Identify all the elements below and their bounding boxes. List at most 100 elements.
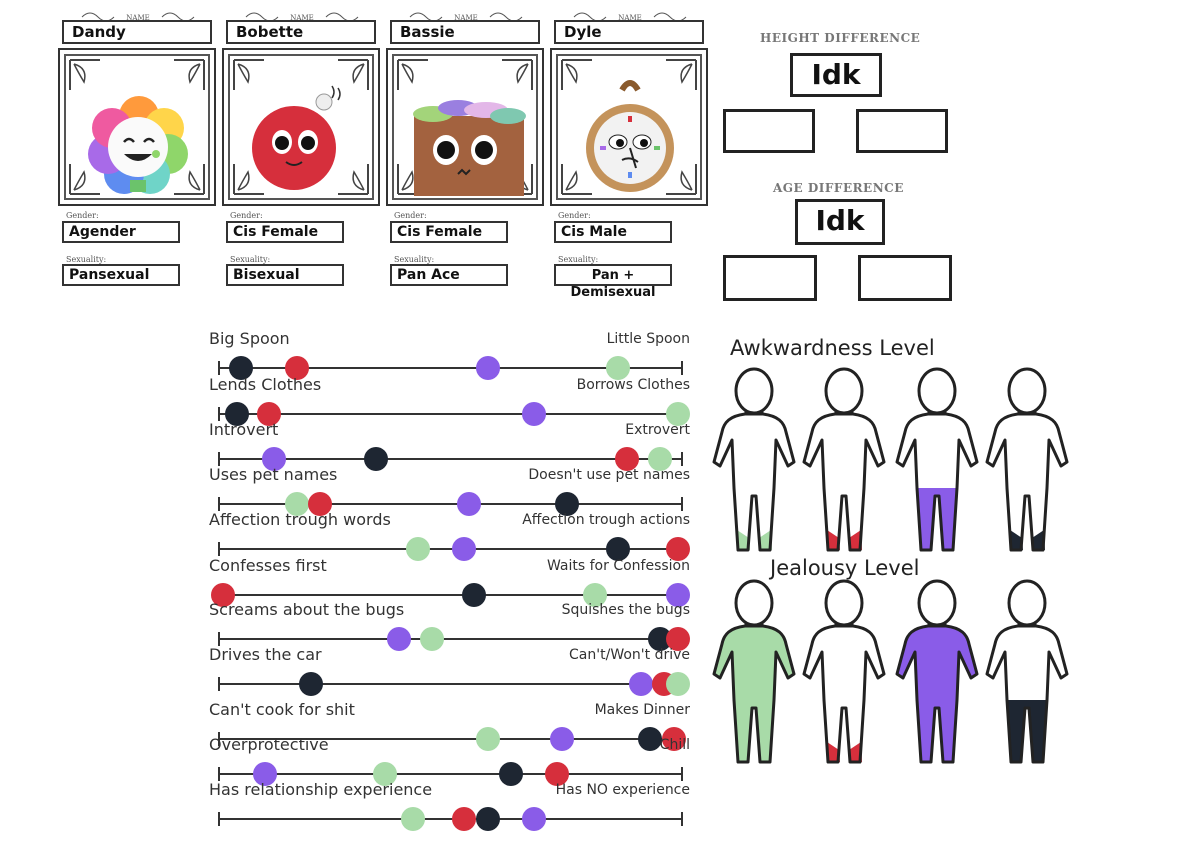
scale-dot-dandy [405, 537, 430, 561]
scale-dot-dandy [605, 356, 630, 380]
portrait-frame [222, 48, 380, 206]
gender-box: Cis Female [390, 221, 508, 243]
scale-right-label: Waits for Confession [546, 558, 690, 574]
scale-dot-bassie [475, 356, 500, 380]
character-name: Bassie [400, 23, 455, 41]
sexuality-value: Pansexual [69, 267, 150, 283]
scale-tick [218, 361, 220, 375]
scale-line [218, 367, 683, 369]
scale-dot-bassie [252, 762, 277, 786]
scale-line [218, 548, 683, 550]
scale-line [218, 683, 683, 685]
scale-dot-dyle [364, 447, 389, 471]
scale-dot-dandy [666, 402, 691, 426]
scale-dot-bobette [308, 492, 333, 516]
character-card: NAME Bassie Gender: Cis Female Sexuality… [386, 8, 546, 293]
height-difference-value-box: Idk [790, 53, 882, 97]
sexuality-label: Sexuality: [558, 255, 599, 264]
scale-dot-dyle [498, 762, 523, 786]
scale-line [218, 638, 683, 640]
scale-tick [681, 361, 683, 375]
name-box: Dyle [554, 20, 704, 44]
scale-tick [218, 452, 220, 466]
scale-right-label: Squishes the bugs [561, 602, 690, 618]
sexuality-label: Sexuality: [66, 255, 107, 264]
awkwardness-figure-icon [895, 367, 979, 552]
awkwardness-figure-icon [985, 367, 1069, 552]
scale-dot-dandy [475, 727, 500, 751]
age-difference-left-box [723, 255, 817, 301]
scale-dot-dyle [638, 727, 663, 751]
scale-dot-dandy [647, 447, 672, 471]
character-card: NAME Dyle Gender: Cis Male [550, 8, 710, 300]
scale-dot-dandy [582, 583, 607, 607]
sexuality-value: Bisexual [233, 267, 300, 283]
scale-dot-dandy [373, 762, 398, 786]
scale-tick [218, 677, 220, 691]
sexuality-box: Pansexual [62, 264, 180, 286]
character-portrait [233, 59, 369, 195]
scale-tick [218, 632, 220, 646]
gender-label: Gender: [394, 211, 427, 220]
scale-dot-bassie [522, 807, 547, 831]
height-difference-right-box [856, 109, 948, 153]
scale-dot-dyle [224, 402, 249, 426]
scale-tick [218, 767, 220, 781]
scale-left-label: Can't cook for shit [209, 700, 355, 719]
awkwardness-figure-icon [802, 367, 886, 552]
scale-dot-bassie [629, 672, 654, 696]
portrait-frame [386, 48, 544, 206]
name-box: Bobette [226, 20, 376, 44]
scale-line [218, 594, 683, 596]
sexuality-label: Sexuality: [394, 255, 435, 264]
scale-dot-dandy [666, 672, 691, 696]
scale-tick [681, 452, 683, 466]
scale-tick [218, 407, 220, 421]
scale-tick [218, 497, 220, 511]
scale-tick [218, 812, 220, 826]
scale-left-label: Has relationship experience [209, 780, 433, 799]
scale-dot-bassie [387, 627, 412, 651]
name-label: NAME [126, 14, 149, 22]
scale-dot-dyle [299, 672, 323, 696]
scale-line [218, 413, 683, 415]
portrait-frame [58, 48, 216, 206]
character-name: Bobette [236, 23, 304, 41]
scale-tick [681, 812, 683, 826]
scale-dot-dyle [461, 583, 486, 607]
sexuality-box: Pan Ace [390, 264, 508, 286]
scale-line [218, 738, 683, 740]
jealousy-figure-icon [895, 579, 979, 764]
name-label: NAME [618, 14, 641, 22]
scale-left-label: Overprotective [209, 735, 329, 754]
scale-dot-bassie [522, 402, 547, 426]
scale-left-label: Confesses first [209, 556, 327, 575]
awkwardness-figure-icon [712, 367, 796, 552]
gender-value: Cis Female [397, 224, 483, 240]
character-card: NAME Dandy Gender: Agender Sexuali [58, 8, 218, 293]
scale-left-label: Introvert [209, 420, 279, 439]
jealousy-figure-icon [712, 579, 796, 764]
scale-tick [218, 542, 220, 556]
scale-dot-dandy [401, 807, 426, 831]
scale-right-label: Little Spoon [606, 331, 690, 347]
scale-line [218, 458, 683, 460]
scale-dot-bassie [457, 492, 482, 516]
scale-dot-bobette [452, 807, 477, 831]
scale-dot-dyle [554, 492, 579, 516]
scale-right-label: Can't/Won't drive [569, 647, 690, 663]
jealousy-figure-icon [985, 579, 1069, 764]
scale-right-label: Makes Dinner [594, 702, 690, 718]
age-difference-panel: AGE DIFFERENCE Idk [715, 175, 960, 310]
scale-right-label: Chill [659, 737, 690, 753]
height-difference-value: Idk [811, 58, 861, 91]
character-portrait [397, 59, 533, 196]
scale-dot-bobette [666, 627, 691, 651]
gender-label: Gender: [230, 211, 263, 220]
jealousy-figure-icon [802, 579, 886, 764]
scale-dot-bassie [666, 583, 691, 607]
scale-dot-bobette [666, 537, 691, 561]
age-difference-right-box [858, 255, 952, 301]
scale-left-label: Affection trough words [209, 510, 391, 529]
scale-dot-bobette [661, 727, 686, 751]
